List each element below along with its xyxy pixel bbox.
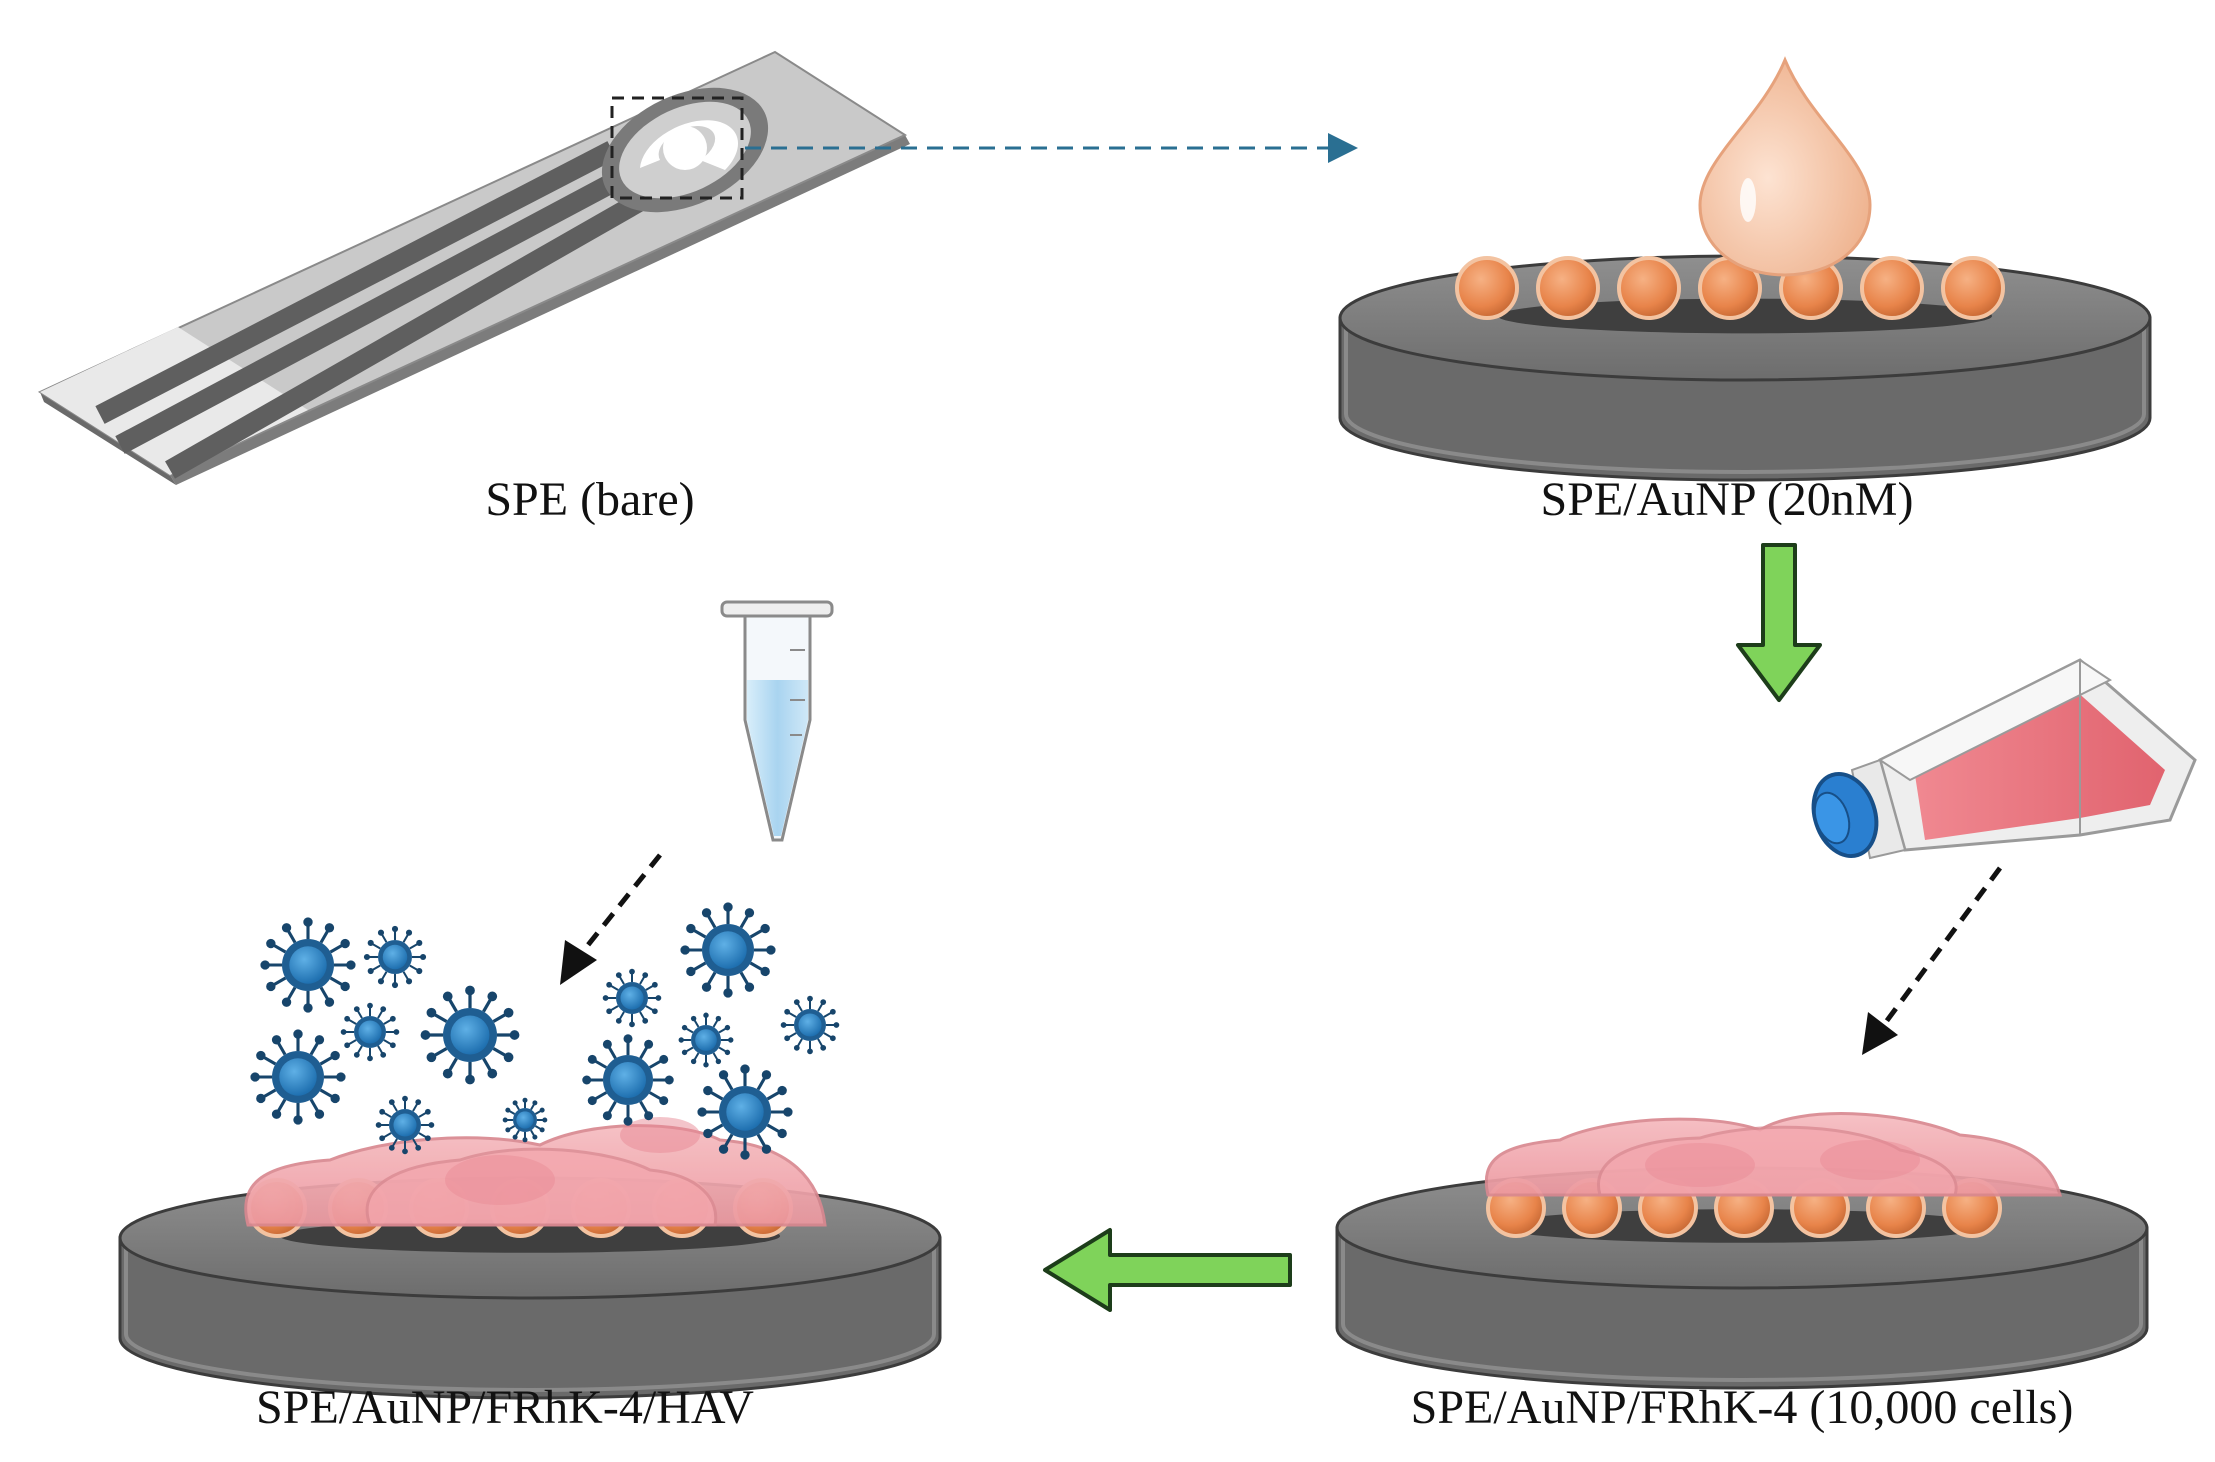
process-arrow-down [1736,543,1822,702]
virus-icon [363,925,427,989]
droplet-icon [1698,56,1872,277]
gold-nanoparticle-row [1455,256,2005,320]
virus-icon [780,995,840,1055]
cell-layer-infected [244,1117,827,1227]
cell-layer [1484,1112,2062,1197]
virus-icon [697,1064,793,1160]
virus-icon [340,1002,400,1062]
label-spe-aunp-cells-hav: SPE/AuNP/FRhK-4/HAV [256,1381,754,1434]
dashed-arrow-virus [560,853,662,985]
virus-icon [502,1097,548,1143]
gold-nanoparticle [1617,256,1681,320]
virus-icon [602,968,662,1028]
culture-flask-icon [1811,658,2197,860]
virus-icon [680,902,776,998]
label-spe-aunp: SPE/AuNP (20nM) [1540,473,1914,526]
virus-particles [250,902,840,1160]
virus-icon [250,1029,346,1125]
gold-nanoparticle [1536,256,1600,320]
virus-icon [582,1034,674,1126]
dashed-arrow-cells [1862,866,2003,1055]
label-spe-aunp-cells: SPE/AuNP/FRhK-4 (10,000 cells) [1410,1381,2074,1434]
microtube-icon [720,600,834,842]
gold-nanoparticle [1455,256,1519,320]
virus-icon [375,1095,435,1155]
virus-icon [420,985,520,1085]
process-arrow-left [1043,1228,1292,1312]
virus-icon [678,1012,734,1068]
bare-electrode-strip [37,50,910,485]
label-spe-bare: SPE (bare) [485,473,695,526]
gold-nanoparticle [1941,256,2005,320]
virus-icon [260,917,356,1013]
gold-nanoparticle [1860,256,1924,320]
